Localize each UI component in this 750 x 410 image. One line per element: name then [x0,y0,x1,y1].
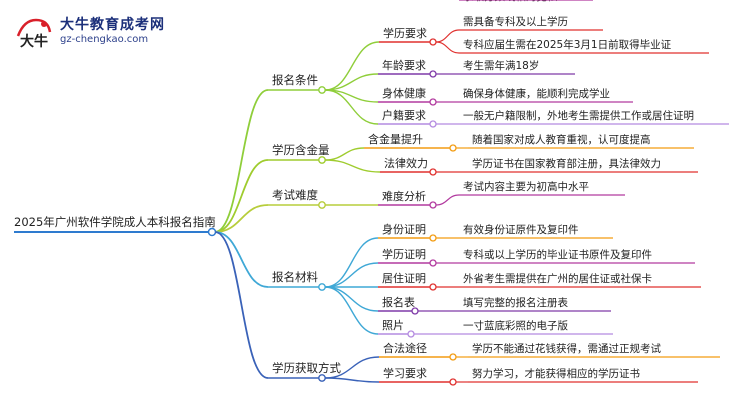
root-node-dot [207,227,217,237]
child-node-dot [429,234,437,242]
logo-site-name: 大牛教育成考网 [60,17,165,33]
branch-connector [214,89,269,233]
leaf-label: 需具备专科及以上学历 [463,15,568,28]
child-node-dot [411,307,419,315]
child-node-dot [429,201,437,209]
child-node-dot [429,70,437,78]
child-node-dot [449,378,457,386]
child-node-dot [429,259,437,267]
child-node-dot [449,353,457,361]
branch-connector [214,159,269,233]
child-node-dot [429,283,437,291]
child-node-dot [429,98,437,106]
branch-node-dot [318,86,326,94]
branch-node-dot [318,283,326,291]
leaf-label: 学历证书在国家教育部注册，具法律效力 [472,157,661,170]
child-label: 年龄要求 [382,58,426,72]
branch-label: 考试难度 [272,188,318,202]
child-connector [324,159,381,173]
child-connector [324,377,380,383]
leaf-label: 考生需年满18岁 [463,59,539,72]
child-label: 居住证明 [382,271,426,285]
branch-node-dot [318,374,326,382]
leaf-label: 努力学习，才能获得相应的学历证书 [472,367,640,380]
branch-connector [214,231,269,288]
child-node-dot [429,168,437,176]
child-label: 合法途径 [383,341,427,355]
child-node-dot [429,120,437,128]
logo-mark-icon: 大牛 [16,18,52,50]
branch-label: 报名条件 [272,73,318,87]
child-label: 学历证明 [382,247,426,261]
leaf-label: 确保身体健康，能顺利完成学业 [463,87,610,100]
leaf-label: 有效身份证原件及复印件 [463,223,579,236]
branch-connector [214,231,269,379]
branch-label: 报名材料 [272,270,318,284]
child-connector [324,41,380,91]
child-connector [324,89,379,125]
child-label: 照片 [382,319,404,332]
leaf-connector [435,29,460,43]
leaf-label: 专科应届生需在2025年3月1日前取得毕业证 [463,38,672,51]
leaf-label: 随着国家对成人教育重视，认可度提高 [472,133,651,146]
child-label: 身份证明 [382,222,426,236]
child-connector [324,147,365,161]
leaf-label: 专科或以上学历的毕业证书原件及复印件 [463,248,652,261]
leaf-label: 学历不能通过花钱获得，需通过正规考试 [472,342,661,355]
child-node-dot [449,144,457,152]
child-label: 学习要求 [383,366,427,380]
child-node-dot [429,38,437,46]
child-label: 户籍要求 [382,108,426,122]
site-logo[interactable]: 大牛 大牛教育成考网 gz-chengkao.com [10,10,230,50]
child-connector [324,286,379,312]
child-label: 含金量提升 [368,132,423,146]
child-connector [324,237,379,288]
child-label: 难度分析 [382,189,426,203]
branch-node-dot [318,156,326,164]
leaf-label: 考试内容主要为初高中水平 [463,180,589,193]
child-label: 报名表 [382,295,415,309]
child-node-dot [407,330,415,338]
leaf-label: 录取分数线相对宽松 [463,0,558,3]
leaf-label: 一寸蓝底彩照的电子版 [463,319,568,332]
branch-node-dot [318,201,326,209]
root-topic: 2025年广州软件学院成人本科报名指南 [14,215,216,229]
child-connector [324,286,379,335]
leaf-connector [435,41,460,54]
child-label: 学历要求 [383,26,427,40]
child-label: 身体健康 [382,86,426,100]
child-label: 法律效力 [384,156,428,170]
leaf-label: 外省考生需提供在广州的居住证或社保卡 [463,272,652,285]
branch-label: 学历含金量 [272,143,330,157]
branch-label: 学历获取方式 [272,361,341,375]
branch-connector [214,204,269,233]
child-connector [324,356,380,379]
logo-mark-text: 大牛 [20,33,48,50]
leaf-label: 填写完整的报名注册表 [463,296,568,309]
leaf-label: 一般无户籍限制，外地考生需提供工作或居住证明 [463,109,694,122]
logo-site-url: gz-chengkao.com [60,34,149,45]
child-connector [324,73,379,91]
child-connector [324,262,379,288]
leaf-connector [435,194,460,206]
